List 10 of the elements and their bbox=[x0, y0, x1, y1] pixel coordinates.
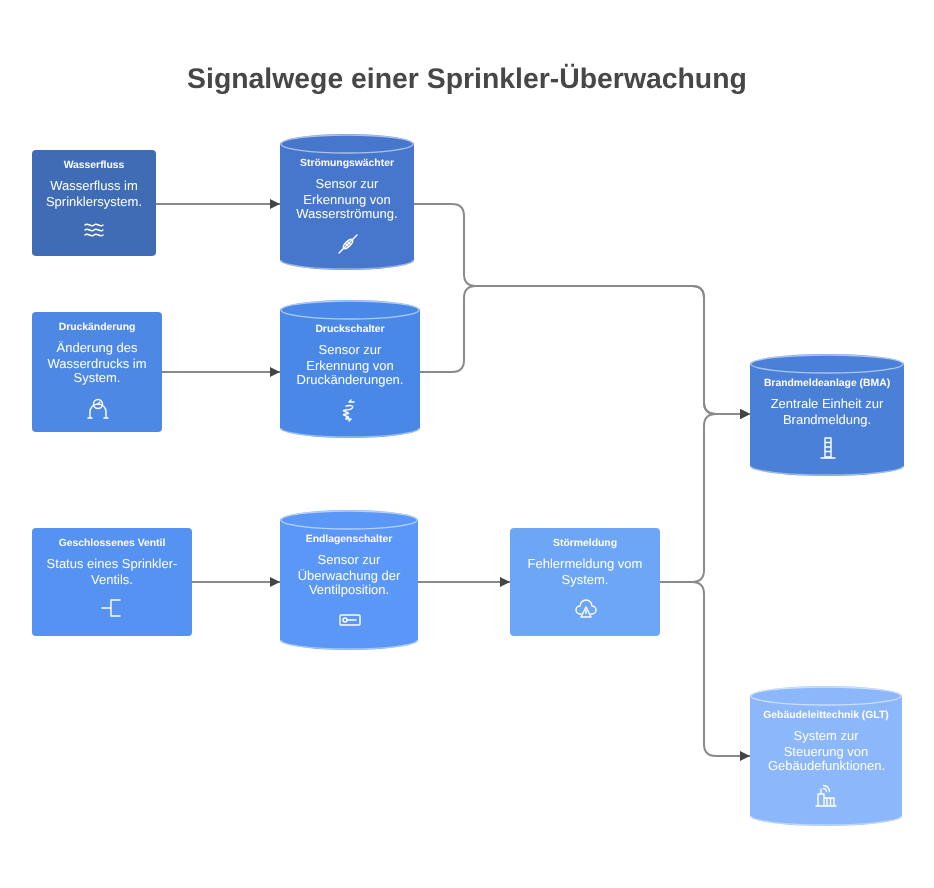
arrow bbox=[191, 577, 281, 587]
diagram-title: Signalwege einer Sprinkler-Überwachung bbox=[187, 64, 747, 96]
arrow bbox=[417, 577, 511, 587]
arrow bbox=[161, 367, 281, 377]
process-box bbox=[32, 528, 192, 636]
arrow bbox=[155, 199, 281, 209]
arrow bbox=[659, 581, 751, 761]
process-box bbox=[510, 528, 660, 636]
process-box bbox=[32, 312, 162, 432]
process-box bbox=[32, 150, 156, 256]
